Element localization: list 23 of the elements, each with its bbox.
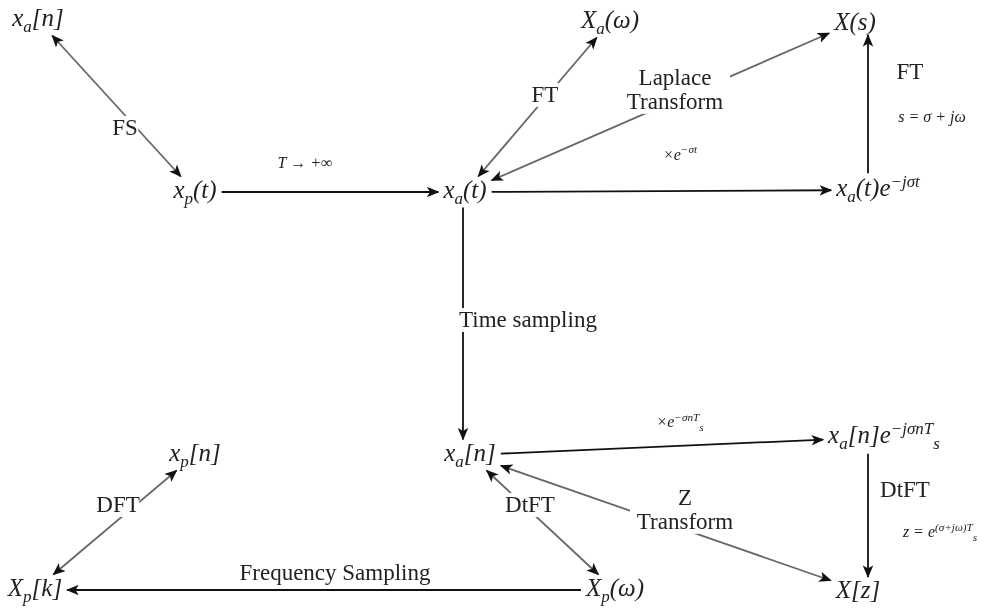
arrow bbox=[862, 452, 874, 579]
arrow bbox=[220, 186, 440, 198]
math-expression: X$_{p}$(ω) bbox=[583, 573, 647, 607]
math-expression: X(s) bbox=[832, 8, 878, 36]
math-expression: x$_{p}$(t) bbox=[171, 175, 219, 209]
arrow bbox=[862, 33, 874, 175]
edge-label: FT bbox=[531, 82, 559, 108]
arrow bbox=[490, 185, 833, 196]
math-expression: x$_{a}$[n] bbox=[442, 438, 498, 472]
math-expression: X$_{p}$[k] bbox=[5, 573, 65, 607]
math-expression: x$_{a}$(t) bbox=[441, 175, 489, 209]
math-expression: X[z] bbox=[833, 576, 883, 604]
arrow bbox=[457, 206, 469, 441]
formula-label: s = σ + jω bbox=[898, 108, 966, 126]
math-expression: x$_{a}$[n] bbox=[10, 3, 66, 37]
arrow bbox=[66, 584, 582, 596]
arrow bbox=[51, 34, 182, 178]
math-expression: x$_{a}$(t)e$^{−jσt}$ bbox=[834, 172, 922, 208]
edge-label: Time sampling bbox=[459, 307, 597, 333]
math-expression: X$_{a}$(ω) bbox=[578, 5, 642, 39]
edge-label: DtFT bbox=[505, 492, 555, 518]
arrow bbox=[499, 434, 825, 455]
math-expression: x$_{p}$[n] bbox=[167, 438, 223, 472]
